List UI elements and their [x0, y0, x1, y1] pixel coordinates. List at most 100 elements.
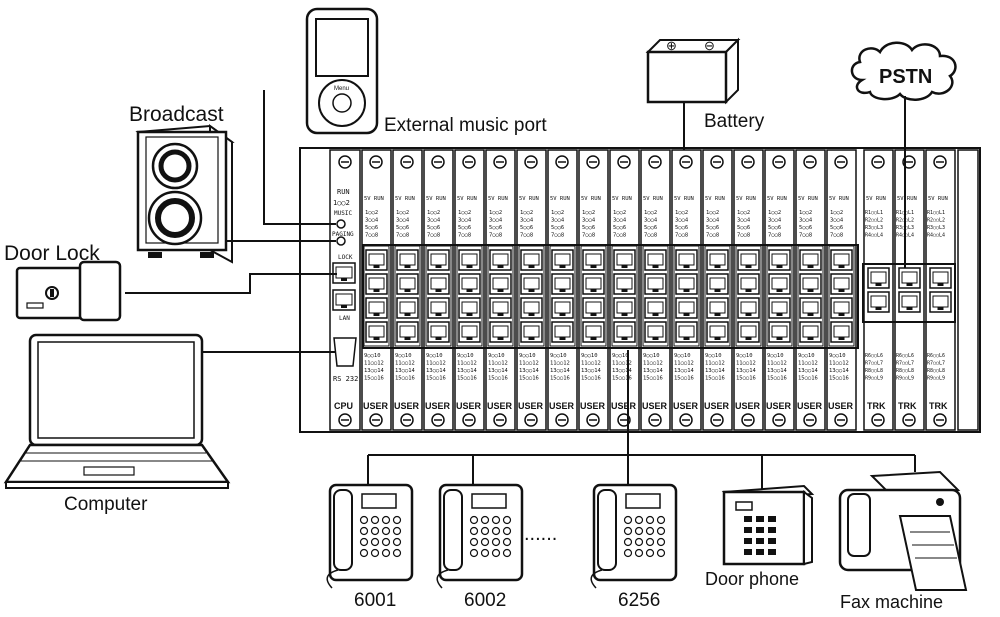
user-led-row: 1○○2	[520, 210, 533, 216]
user-led-row: 5○○6	[520, 225, 533, 231]
user-card: 5V RUN1○○23○○45○○67○○89○○1011○○1213○○141…	[485, 149, 516, 431]
trk-card-name: TRK	[929, 401, 948, 411]
user-led-row: 7○○8	[613, 233, 626, 239]
user-led-row: 7○○8	[737, 233, 750, 239]
user-card-name: USER	[580, 401, 606, 411]
user-led-row: 3○○4	[799, 218, 813, 224]
user-led-row: 13○○14	[612, 368, 633, 374]
broadcast-label: Broadcast	[129, 103, 224, 126]
user-card-header: 5V RUN	[643, 196, 663, 202]
user-led-row: 11○○12	[767, 361, 787, 367]
trk-led-row: R9○○L9	[865, 376, 883, 382]
user-card-header: 5V RUN	[550, 196, 570, 202]
user-led-row: 7○○8	[427, 233, 440, 239]
user-led-row: 5○○6	[365, 225, 378, 231]
user-led-row: 11○○12	[519, 361, 539, 367]
user-card-header: 5V RUN	[581, 196, 601, 202]
user-led-row: 3○○4	[396, 218, 410, 224]
user-led-row: 1○○2	[365, 210, 378, 216]
user-led-row: 9○○10	[798, 353, 815, 359]
trk-card-name: TRK	[898, 401, 917, 411]
user-card-name: USER	[425, 401, 451, 411]
fax-machine-icon	[838, 470, 968, 591]
user-led-row: 1○○2	[675, 210, 688, 216]
user-led-row: 15○○16	[488, 376, 508, 382]
user-led-row: 7○○8	[675, 233, 688, 239]
user-card-header: 5V RUN	[426, 196, 446, 202]
user-led-row: 1○○2	[768, 210, 781, 216]
user-card-name: USER	[487, 401, 513, 411]
user-led-row: 7○○8	[365, 233, 378, 239]
user-led-row: 3○○4	[520, 218, 534, 224]
user-led-row: 9○○10	[581, 353, 598, 359]
user-card-name: USER	[394, 401, 420, 411]
door-phone-key	[768, 527, 776, 533]
user-led-row: 9○○10	[705, 353, 722, 359]
user-card: 5V RUN1○○23○○45○○67○○89○○1011○○1213○○141…	[826, 149, 857, 431]
user-led-row: 9○○10	[736, 353, 753, 359]
user-led-row: 7○○8	[489, 233, 502, 239]
user-led-row: 11○○12	[736, 361, 756, 367]
user-led-row: 9○○10	[457, 353, 474, 359]
user-led-row: 13○○14	[705, 368, 726, 374]
user-card: 5V RUN1○○23○○45○○67○○89○○1011○○1213○○141…	[795, 149, 826, 431]
door-lock-label: Door Lock	[4, 242, 100, 265]
phone-extension-label: 6002	[464, 590, 506, 611]
user-led-row: 13○○14	[829, 368, 850, 374]
user-card-header: 5V RUN	[736, 196, 756, 202]
phone-extension-label: 6256	[618, 590, 660, 611]
user-led-row: 5○○6	[737, 225, 750, 231]
user-led-row: 5○○6	[613, 225, 626, 231]
user-led-row: 3○○4	[644, 218, 658, 224]
user-card-name: USER	[828, 401, 854, 411]
user-led-row: 15○○16	[426, 376, 446, 382]
pstn-cloud	[850, 41, 957, 101]
user-card-name: USER	[797, 401, 823, 411]
user-led-row: 1○○2	[706, 210, 719, 216]
user-led-row: 5○○6	[768, 225, 781, 231]
user-card: 5V RUN1○○23○○45○○67○○89○○1011○○1213○○141…	[578, 149, 609, 431]
user-card-name: USER	[766, 401, 792, 411]
user-led-row: 5○○6	[830, 225, 843, 231]
user-led-row: 13○○14	[674, 368, 695, 374]
user-led-row: 9○○10	[519, 353, 536, 359]
user-led-row: 11○○12	[612, 361, 632, 367]
trk-card: 5V RUNR1○○L1R2○○L2R3○○L3R4○○L4R6○○L6R7○○…	[925, 149, 956, 431]
user-led-row: 7○○8	[520, 233, 533, 239]
trk-card-name: TRK	[867, 401, 886, 411]
user-led-row: 11○○12	[674, 361, 694, 367]
connection-lines	[125, 90, 916, 490]
door-phone-key	[744, 516, 752, 522]
user-led-row: 13○○14	[395, 368, 416, 374]
user-led-row: 11○○12	[457, 361, 477, 367]
user-led-row: 3○○4	[706, 218, 720, 224]
user-led-row: 5○○6	[582, 225, 595, 231]
user-led-row: 11○○12	[643, 361, 663, 367]
cpu-led-text: 1○○2	[333, 199, 350, 207]
user-led-row: 3○○4	[675, 218, 689, 224]
computer-label: Computer	[64, 494, 148, 515]
user-card-name: USER	[549, 401, 575, 411]
user-led-row: 15○○16	[767, 376, 787, 382]
user-led-row: 7○○8	[644, 233, 657, 239]
user-card-header: 5V RUN	[767, 196, 787, 202]
user-led-row: 7○○8	[830, 233, 843, 239]
user-card-name: USER	[704, 401, 730, 411]
user-led-row: 1○○2	[551, 210, 564, 216]
user-led-row: 15○○16	[581, 376, 601, 382]
user-led-row: 9○○10	[674, 353, 691, 359]
trk-led-row: R2○○L2	[927, 218, 945, 224]
music-jack-icon	[336, 219, 346, 229]
trk-led-row: R7○○L7	[865, 361, 883, 367]
user-led-row: 11○○12	[395, 361, 415, 367]
battery-plus: ⊕	[666, 38, 677, 53]
trk-led-row: R1○○L1	[865, 210, 883, 216]
desk-phone-icon	[590, 483, 678, 589]
user-led-row: 15○○16	[519, 376, 539, 382]
user-card: 5V RUN1○○23○○45○○67○○89○○1011○○1213○○141…	[733, 149, 764, 431]
user-led-row: 7○○8	[551, 233, 564, 239]
user-led-row: 13○○14	[643, 368, 664, 374]
